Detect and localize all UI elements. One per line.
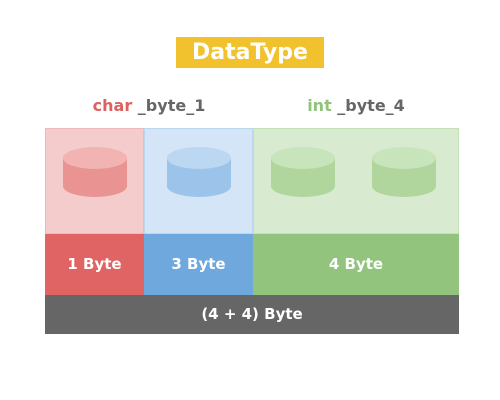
char-byte-block: 1 Byte: [45, 234, 144, 295]
char-memory-panel: [45, 128, 144, 234]
int-variable-label: int _byte_4: [253, 94, 459, 118]
int-byte-block: 4 Byte: [253, 234, 459, 295]
total-size-bar: (4 + 4) Byte: [45, 295, 459, 334]
padding-memory-panel: [144, 128, 253, 234]
char-variable-name: _byte_1: [132, 96, 206, 115]
int-type-keyword: int: [307, 96, 332, 115]
int-variable-name: _byte_4: [331, 96, 405, 115]
memory-cylinder-icon: [271, 147, 335, 197]
int-memory-panel: [253, 128, 459, 234]
memory-cylinder-icon: [372, 147, 436, 197]
memory-cylinder-icon: [63, 147, 127, 197]
char-type-keyword: char: [92, 96, 133, 115]
padding-byte-block: 3 Byte: [144, 234, 253, 295]
memory-cylinder-icon: [167, 147, 231, 197]
char-variable-label: char _byte_1: [45, 94, 253, 118]
diagram-title: DataType: [176, 37, 324, 68]
